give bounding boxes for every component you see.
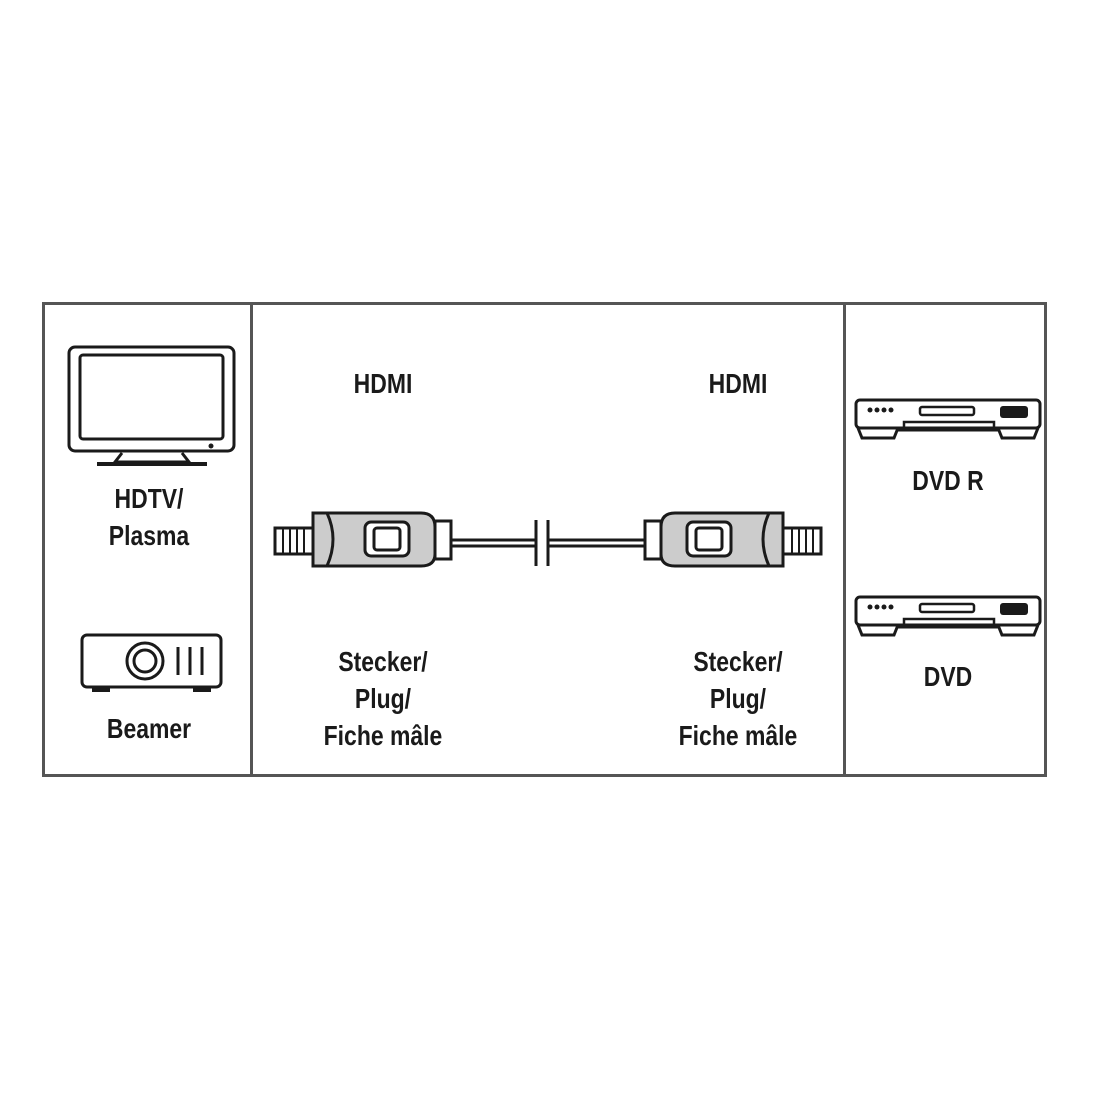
tv-label-line2: Plasma [108, 520, 190, 551]
left-plug-label-line3: Fiche mâle [323, 720, 443, 751]
right-plug-label-line1: Stecker/ [693, 646, 783, 677]
dvd-recorder-icon [854, 398, 1042, 440]
hdmi-plug-left [273, 511, 453, 568]
cable-panel: HDMI HDMI [253, 305, 843, 774]
tv-label-line1: HDTV/ [114, 483, 184, 514]
right-plug-label-line2: Plug/ [709, 683, 767, 714]
tv-icon [67, 345, 236, 466]
right-connector-type: HDMI [708, 368, 768, 399]
hdmi-plug-right [643, 511, 823, 568]
dvd-player-label: DVD [923, 661, 973, 692]
right-plug-label-line3: Fiche mâle [678, 720, 798, 751]
source-devices-panel: DVD R DVD [843, 305, 1044, 774]
dvd-recorder-label: DVD R [912, 465, 984, 496]
projector-label: Beamer [106, 713, 192, 744]
connection-diagram: HDTV/ Plasma Beamer HDMI HDMI [42, 302, 1047, 777]
left-connector-type: HDMI [353, 368, 413, 399]
left-plug-label-line1: Stecker/ [338, 646, 428, 677]
hdmi-cable-illustration [273, 511, 823, 568]
left-plug-label-line2: Plug/ [354, 683, 412, 714]
display-devices-panel: HDTV/ Plasma Beamer [45, 305, 253, 774]
projector-icon [80, 633, 223, 692]
dvd-player-icon [854, 595, 1042, 637]
